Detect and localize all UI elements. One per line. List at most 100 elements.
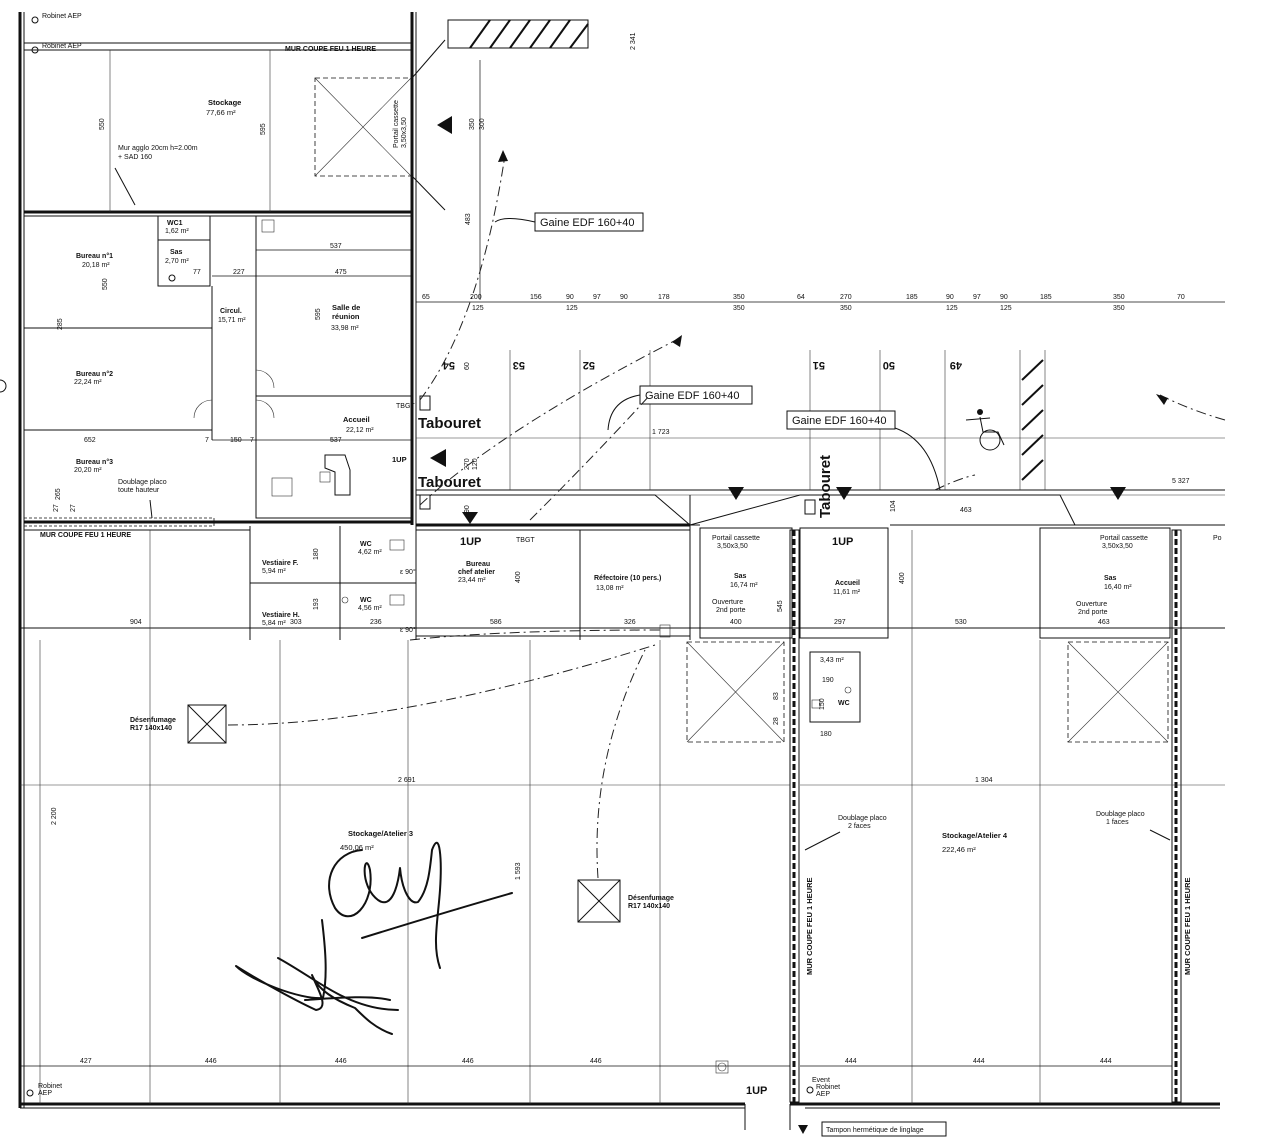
fire-wall-v2: MUR COUPE FEU 1 HEURE [1171, 529, 1192, 1103]
parking-49: 49 [950, 359, 962, 371]
wc1-name: WC1 [167, 220, 183, 227]
wc-a-area: 4,62 m² [358, 549, 382, 556]
stockage-atelier3-area: 450,06 m² [340, 843, 374, 852]
office-block: WC1 1,62 m² Sas 2,70 m² 77 Bureau n°1 20… [24, 215, 413, 519]
sas-name: Sas [170, 249, 183, 256]
tabouret-2: Tabouret [418, 474, 481, 491]
mid-fire-wall: MUR COUPE FEU 1 HEURE [23, 517, 412, 539]
tbgt-area: TBGT TBGT Tabouret Tabouret [396, 395, 535, 544]
dim-180: 180 [820, 731, 832, 738]
dim-190: 190 [822, 677, 834, 684]
dim-483: 483 [465, 213, 472, 225]
gaine-edf-callouts: Gaine EDF 160+40 Gaine EDF 160+40 Gaine … [419, 150, 1226, 521]
dim-400a: 400 [515, 571, 522, 583]
portail-top-label: Portail cassette3,50x3,50 [393, 100, 408, 148]
circul-area: 15,71 m² [218, 317, 246, 324]
dim-2691: 2 691 [398, 777, 416, 784]
vestiaire-f-area: 5,94 m² [262, 568, 286, 575]
wc1-area: 1,62 m² [165, 228, 189, 235]
dimsub-4: 125 [946, 305, 958, 312]
dim-1304: 1 304 [975, 777, 993, 784]
up-3: 1UP [832, 536, 853, 548]
robinet-aep-top: Robinet AEP Robinet AEP [31, 13, 82, 54]
portail-dashed-boxes [686, 641, 1169, 743]
bureau-chef-area: 23,44 m² [458, 577, 486, 584]
stockage-area: 77,66 m² [206, 108, 236, 117]
salle-reunion-area: 33,98 m² [331, 325, 359, 332]
tampon-label: Tampon hermétique de linglage [826, 1127, 924, 1134]
dim-537a: 537 [330, 243, 342, 250]
dim-227: 227 [233, 269, 245, 276]
event-label: Event [812, 1077, 830, 1084]
robinet-aep-label-1: Robinet AEP [42, 13, 82, 20]
refectoire-area: 13,08 m² [596, 585, 624, 592]
dimrow-11: 90 [946, 294, 954, 301]
dimsub-2: 350 [733, 305, 745, 312]
mur-coupe-feu-top-label: MUR COUPE FEU 1 HEURE [285, 46, 376, 53]
dim-265: 265 [55, 488, 62, 500]
sas2-area: 16,74 m² [730, 582, 758, 589]
dim-small-1: 83 [773, 692, 780, 700]
dim-595b: 595 [315, 308, 322, 320]
parking-52: 52 [583, 359, 595, 371]
stockage-atelier4-name: Stockage/Atelier 4 [942, 831, 1008, 840]
mur-coupe-feu-v1: MUR COUPE FEU 1 HEURE [805, 877, 814, 975]
bureau3-area: 20,20 m² [74, 467, 102, 474]
parking-51: 51 [813, 359, 825, 371]
dim-297: 297 [834, 619, 846, 626]
tbgt-label-2: TBGT [516, 537, 535, 544]
dimsub-1: 125 [566, 305, 578, 312]
up-4: 1UP [746, 1085, 767, 1097]
dim-463a: 463 [960, 507, 972, 514]
dimrow-16: 70 [1177, 294, 1185, 301]
dim-463b: 463 [1098, 619, 1110, 626]
up-2: 1UP [460, 536, 481, 548]
dim-2200: 2 200 [51, 807, 58, 825]
dimbot-1: 446 [205, 1058, 217, 1065]
dim-652: 652 [84, 437, 96, 444]
dimrow-10: 185 [906, 294, 918, 301]
dimrow-15: 350 [1113, 294, 1125, 301]
dim-ve2: 193 [313, 598, 320, 610]
sas3-name: Sas [1104, 575, 1117, 582]
dimrow-7: 350 [733, 294, 745, 301]
top-hatched-wall [447, 19, 589, 49]
dimbot-5: 444 [845, 1058, 857, 1065]
wc-b-name: WC [360, 597, 372, 604]
gaine-edf-1: Gaine EDF 160+40 [540, 217, 634, 229]
handwritten-signature [235, 841, 513, 1035]
refectoire-name: Réfectoire (10 pers.) [594, 575, 661, 582]
accessible-bay-hatch [1021, 359, 1044, 481]
dimbot-4: 446 [590, 1058, 602, 1065]
dim-27b: 27 [70, 504, 77, 512]
po-label: Po [1213, 535, 1222, 542]
dimsub-6: 350 [1113, 305, 1125, 312]
stockage-room: Stockage 77,66 m² Mur agglo 20cm h=2.00m… [24, 39, 486, 300]
wc-c-name: WC [838, 700, 850, 707]
dimrow-12: 97 [973, 294, 981, 301]
dim-7b: 7 [250, 437, 254, 444]
accueil1-name: Accueil [343, 415, 370, 424]
accueil1-area: 22,12 m² [346, 427, 374, 434]
bureau2-area: 22,24 m² [74, 379, 102, 386]
accueil2-name: Accueil [835, 580, 860, 587]
stockage-atelier4-area: 222,46 m² [942, 845, 976, 854]
wheelchair-icon [965, 409, 1005, 451]
fire-wall-v1: MUR COUPE FEU 1 HEURE [789, 529, 814, 1103]
dim-5327: 5 327 [1172, 478, 1190, 485]
circul-name: Circul. [220, 308, 242, 315]
accueil2-area: 11,61 m² [833, 589, 861, 596]
vestiaire-h-name: Vestiaire H. [262, 612, 300, 619]
dimrow-13: 90 [1000, 294, 1008, 301]
